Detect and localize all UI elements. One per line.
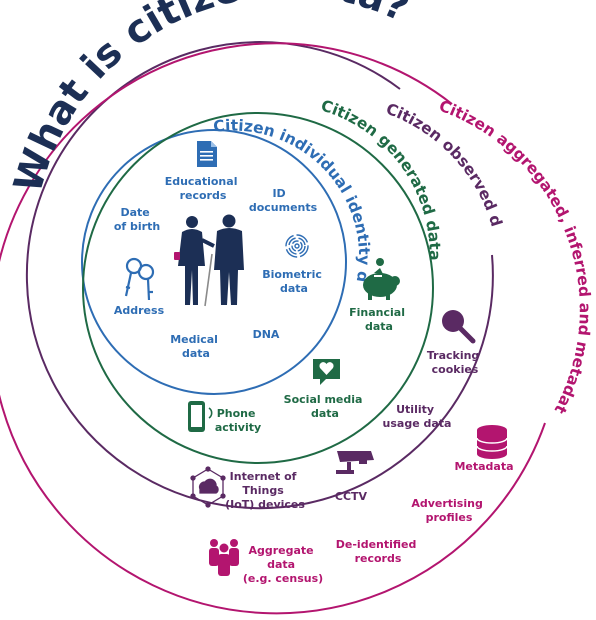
label-id-documents: ID documents bbox=[249, 187, 318, 214]
chat-heart-icon bbox=[313, 359, 340, 385]
page-title: What is citizen data? bbox=[6, 0, 416, 198]
label-social-media-data: Social media data bbox=[284, 393, 367, 420]
magnifier-icon bbox=[442, 310, 476, 344]
cctv-camera-icon bbox=[336, 451, 374, 474]
iot-network-icon bbox=[190, 466, 226, 508]
label-utility-usage-data: Utility usage data bbox=[383, 403, 452, 430]
fingerprint-icon bbox=[285, 234, 309, 258]
label-aggregate-data: Aggregate data (e.g. census) bbox=[243, 544, 323, 585]
ring-identity bbox=[81, 129, 347, 395]
ring-observed bbox=[25, 41, 494, 510]
label-dna: DNA bbox=[253, 328, 280, 341]
label-date-of-birth: Date of birth bbox=[114, 206, 160, 233]
document-icon bbox=[197, 141, 217, 167]
keys-icon bbox=[124, 257, 155, 301]
label-metadata: Metadata bbox=[454, 460, 513, 473]
label-address: Address bbox=[114, 304, 165, 317]
label-biometric-data: Biometric data bbox=[262, 268, 325, 295]
label-financial-data: Financial data bbox=[349, 306, 409, 333]
ring-generated bbox=[82, 112, 434, 464]
label-deidentified-records: De-identified records bbox=[336, 538, 420, 565]
label-medical-data: Medical data bbox=[170, 333, 222, 360]
phone-icon bbox=[188, 401, 213, 432]
label-tracking-cookies: Tracking cookies bbox=[427, 349, 483, 376]
crowd-icon bbox=[209, 539, 239, 576]
citizens-illustration bbox=[174, 214, 244, 307]
database-icon bbox=[476, 425, 508, 459]
label-iot-devices: Internet of Things (IoT) devices bbox=[225, 470, 305, 511]
label-phone-activity: Phone activity bbox=[215, 407, 261, 434]
label-cctv: CCTV bbox=[335, 490, 368, 503]
label-educational-records: Educational records bbox=[165, 175, 242, 202]
ring-aggregated bbox=[0, 42, 546, 615]
label-advertising-profiles: Advertising profiles bbox=[411, 497, 486, 524]
piggy-bank-icon bbox=[363, 258, 400, 300]
